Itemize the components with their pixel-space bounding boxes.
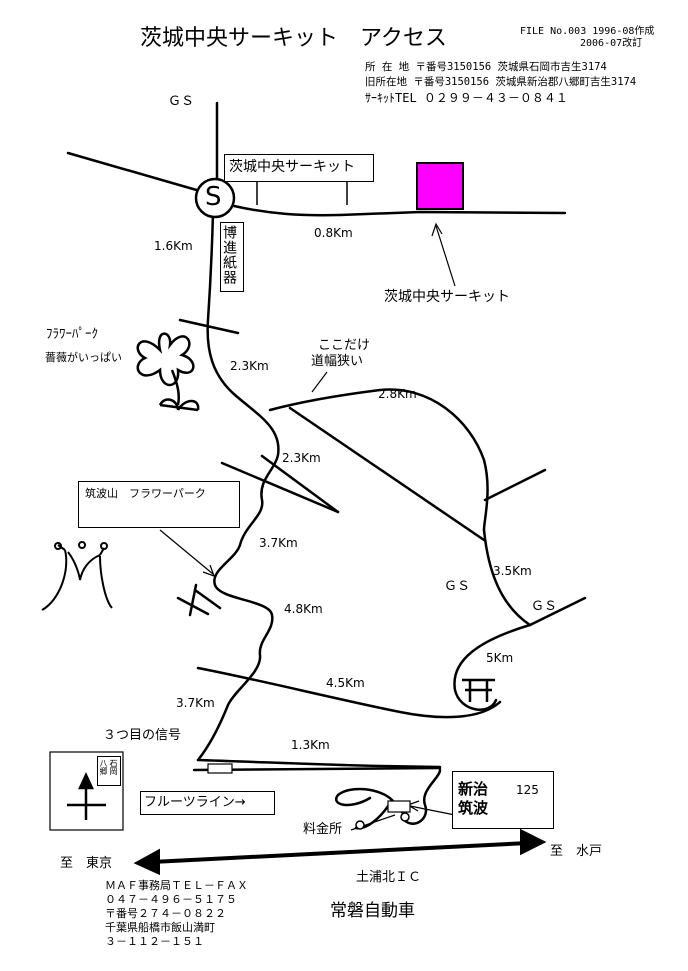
road-1-3 [196, 758, 442, 769]
maf-line4: 千葉県船橋市飯山満町 [105, 921, 215, 934]
road-east-1 [268, 388, 489, 532]
dist-2-3a: 2.3Km [230, 359, 269, 373]
fruit-line-box: フルーツライン→ [140, 791, 275, 815]
page-title: 茨城中央サーキット アクセス [140, 26, 447, 51]
shrine-icon [462, 678, 495, 702]
ic-loop [335, 768, 442, 830]
address-current: 所 在 地 〒番号3150156 茨城県石岡市吉生3174 [365, 61, 607, 73]
circuit-marker [416, 162, 464, 210]
road-east-2 [482, 528, 532, 627]
road-tsukuba [176, 583, 222, 617]
paper-company: 博進紙器 [221, 225, 237, 285]
flower-park-label: ﾌﾗﾜｰﾊﾟｰｸ [46, 327, 98, 342]
road-northwest [66, 151, 202, 193]
road-fruit [192, 766, 442, 772]
tollgate-marker [387, 800, 411, 813]
road-cross-1 [178, 318, 240, 335]
circuit-tel: ｻｰｷｯﾄTEL ０２９９－４３－０８４１ [365, 91, 568, 105]
arrow-right [520, 828, 547, 856]
maf-line1: ＭＡＦ事務局ＴＥＬ－ＦＡＸ [105, 879, 248, 892]
road-main [196, 211, 280, 762]
dist-2-3b: 2.3Km [282, 451, 321, 465]
file-info-line1: FILE No.003 1996-08作成 [520, 26, 655, 37]
compass-arrow-icon [67, 772, 106, 820]
gs-mid-label: ＧＳ [444, 579, 471, 594]
flower-icon [136, 332, 200, 412]
dist-3-7b: 3.7Km [176, 696, 215, 710]
address-former: 旧所在地 〒番号3150156 茨城県新治郡八郷町吉生3174 [365, 76, 637, 88]
tollgate-label: 料金所 [303, 822, 343, 837]
gs-right-label: ＧＳ [531, 599, 558, 614]
route-number: 125 [516, 783, 539, 797]
road-5km [453, 623, 532, 711]
to-mito-label: 至 水戸 [550, 844, 603, 859]
circuit-name: 茨城中央サーキット [229, 159, 355, 175]
dist-3-7a: 3.7Km [259, 536, 298, 550]
dist-1-3: 1.3Km [291, 738, 330, 752]
expressway [151, 841, 529, 864]
road-4-5 [196, 666, 502, 719]
maf-line5: ３－１１２－１５１ [105, 935, 204, 948]
dist-0-8: 0.8Km [314, 226, 353, 240]
ic-label: 土浦北ＩＣ [356, 870, 422, 885]
road-cross-2 [220, 461, 340, 514]
dist-2-8: 2.8Km [378, 387, 417, 401]
arrow-left [133, 848, 160, 876]
ishioka-label: 石岡 [109, 759, 118, 775]
maf-line3: 〒番号２７４－０８２２ [105, 907, 226, 920]
third-signal-label: ３つ目の信号 [103, 728, 182, 743]
dist-3-5: 3.5Km [493, 564, 532, 578]
dist-5: 5Km [486, 651, 514, 665]
road-diagonal [288, 406, 486, 542]
road-east-branch2 [528, 596, 587, 627]
maf-line2: ０４７－４９６－５１７５ [105, 893, 237, 906]
dist-4-8: 4.8Km [284, 602, 323, 616]
narrow-label-1: ここだけ [318, 338, 371, 353]
niihari-tsukuba-box: 新治 筑波 125 [452, 771, 554, 829]
s-circle [194, 177, 236, 219]
circuit-name-box: 茨城中央サーキット [224, 154, 374, 182]
yasato-label: 八郷 [99, 759, 108, 775]
road-east-branch [483, 468, 547, 502]
niihari-tsukuba-label: 新治 筑波 [458, 780, 489, 817]
dist-1-6: 1.6Km [154, 239, 193, 253]
to-tokyo-label: 至 東京 [60, 856, 113, 871]
tsukuba-flower-park: 筑波山 フラワーパーク [85, 487, 206, 500]
narrow-label-2: 道幅狭い [311, 354, 364, 369]
signal-marker [207, 763, 233, 774]
joban-label: 常磐自動車 [330, 901, 415, 921]
fruit-line-label: フルーツライン→ [144, 795, 246, 810]
tsukuba-flower-park-box: 筑波山 フラワーパーク [78, 481, 240, 528]
dist-4-5: 4.5Km [326, 676, 365, 690]
road-cross-3 [260, 454, 340, 514]
gs-top-label: ＧＳ [168, 94, 195, 109]
mountain-icon [41, 541, 113, 611]
yasato-ishioka-box: 八郷 石岡 [97, 756, 121, 786]
paper-company-box: 博進紙器 [220, 222, 244, 292]
road-to-circuit [232, 204, 567, 217]
file-info-line2: 2006-07改訂 [580, 38, 643, 49]
circuit-pointer-label: 茨城中央サーキット [384, 289, 510, 305]
roses-label: 薔薇がいっぱい [45, 351, 122, 364]
s-mark-label: S [205, 182, 222, 212]
